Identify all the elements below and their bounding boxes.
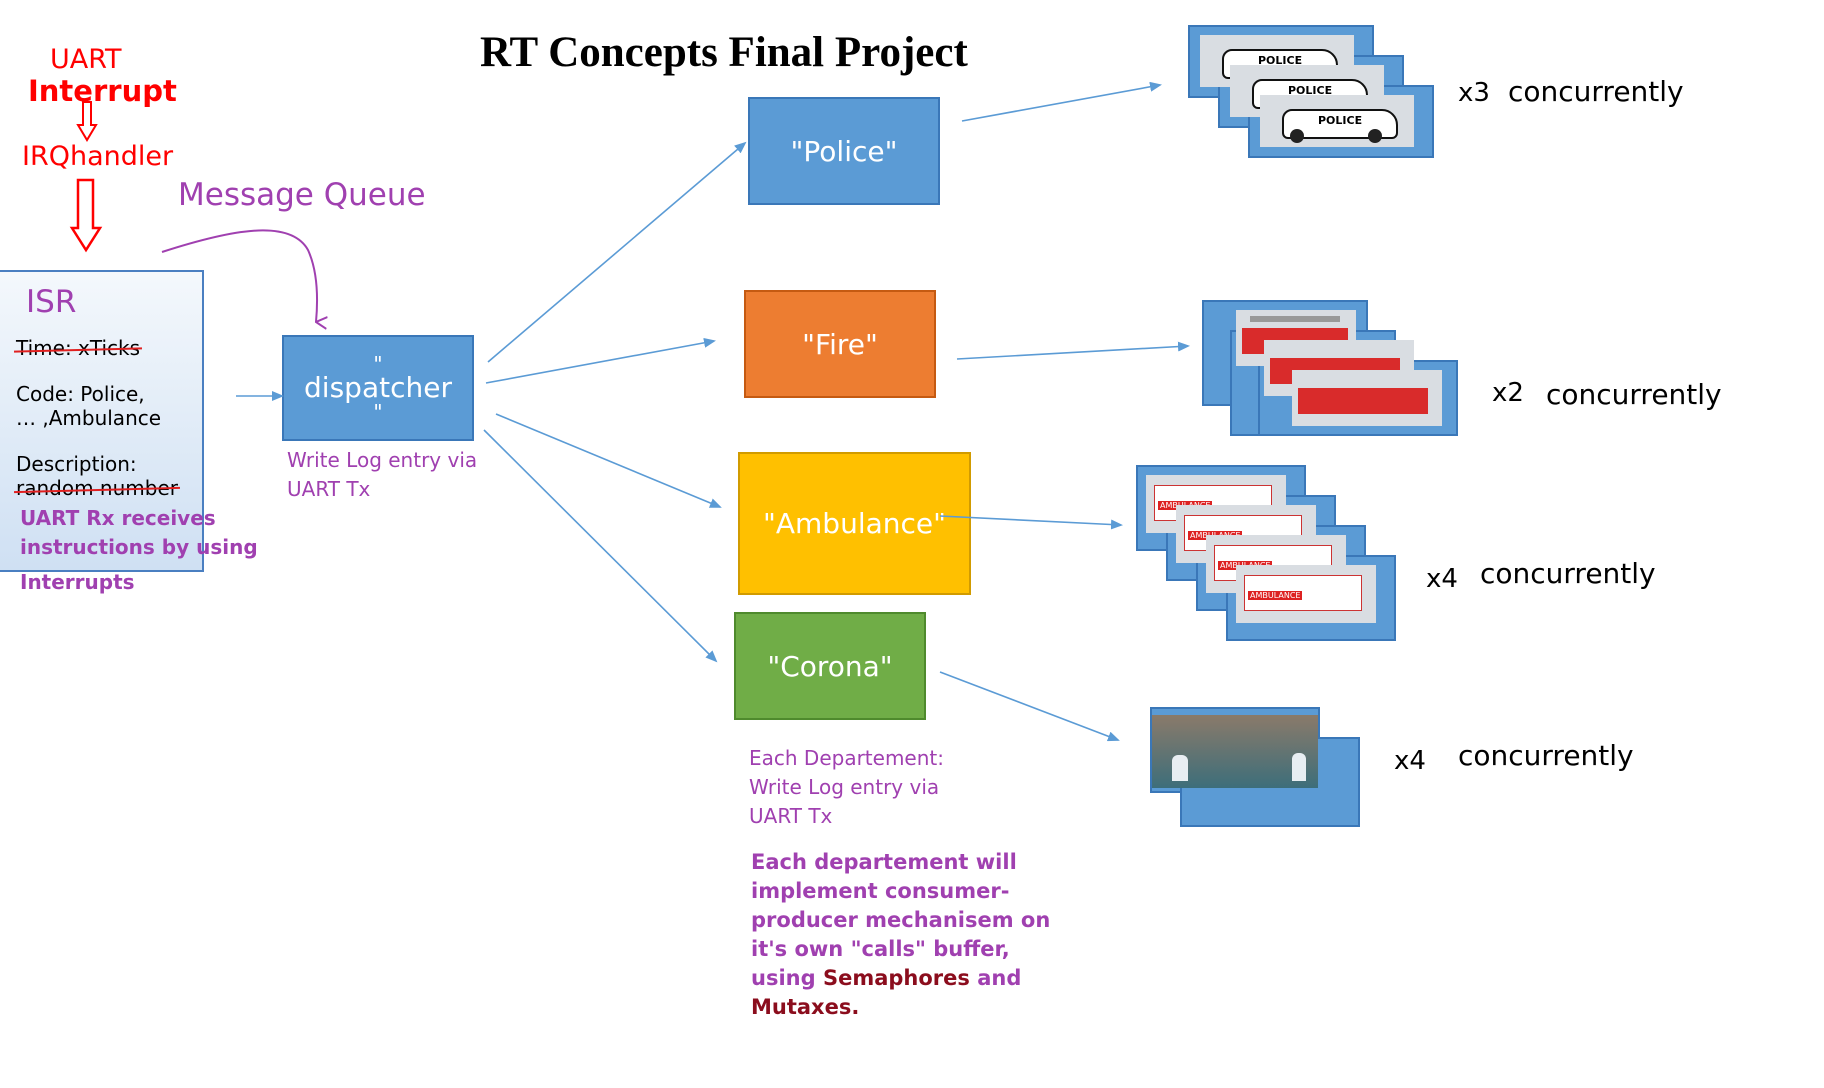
isr-title: ISR [26,284,77,320]
dispatcher-label: dispatcher [304,371,452,404]
corona-image [1152,715,1318,788]
isr-note-line3: Interrupts [20,570,135,594]
fire-department-box: "Fire" [744,290,936,398]
mechanism-line1: Each departement will [751,850,1017,874]
mechanism-line6: Mutaxes. [751,995,860,1019]
police-text-1: POLICE [1258,54,1303,67]
dispatcher-to-police-arrow [487,141,747,363]
mechanism-line5c: and [969,966,1022,990]
dept-note-line3: UART Tx [749,804,833,828]
isr-box: ISR Time: xTicks Code: Police, … ,Ambula… [0,270,204,572]
police-text-3: POLICE [1318,114,1363,127]
mechanism-line3: producer mechanisem on [751,908,1051,932]
isr-time-line: Time: xTicks [16,336,141,360]
mechanism-line2: implement consumer- [751,879,1010,903]
isr-desc-line1: Description: [16,452,137,476]
police-count: x3 [1458,78,1490,108]
ambulance-concurrency: concurrently [1480,557,1656,590]
dept-note-line1: Each Departement: [749,746,944,770]
dispatcher-to-fire-arrow [485,337,716,384]
corona-count: x4 [1394,746,1426,776]
interrupt-label: Interrupt [28,74,177,108]
dept-note-line2: Write Log entry via [749,775,940,799]
ambulance-text-4: AMBULANCE [1248,591,1303,600]
diagram-title: RT Concepts Final Project [480,29,968,76]
dispatcher-to-corona-arrow [483,429,718,663]
dispatcher-quote-bottom: " [373,400,383,424]
isr-code-line1: Code: Police, [16,382,145,406]
dispatcher-box: " dispatcher " [282,335,474,441]
ambulance-image-4: AMBULANCE [1236,565,1376,623]
mechanism-note: Each departement will implement consumer… [751,848,1050,1022]
police-text-2: POLICE [1288,84,1333,97]
isr-desc-line2: random number [16,476,178,500]
mechanism-line5a: using [751,966,823,990]
ambulance-department-box: "Ambulance" [738,452,971,595]
isr-note-line2: instructions by using [20,535,258,559]
dispatcher-log-line1: Write Log entry via [287,448,478,472]
corona-to-teams-arrow [939,671,1120,742]
fire-to-vehicles-arrow [956,341,1190,360]
dispatcher-quote-top: " [373,352,383,376]
interrupt-to-irq-arrow [76,101,98,142]
irq-to-isr-arrow [69,178,103,253]
isr-note-line1: UART Rx receives [20,506,216,530]
police-to-vehicles-arrow [961,81,1162,122]
fire-truck-image-3 [1292,370,1442,426]
police-car-image-3: POLICE [1260,95,1414,147]
dispatcher-to-ambulance-arrow [495,413,722,508]
fire-concurrency: concurrently [1546,378,1722,411]
irqhandler-label: IRQhandler [22,141,174,172]
police-concurrency: concurrently [1508,75,1684,108]
fire-count: x2 [1492,378,1524,408]
police-department-box: "Police" [748,97,940,205]
corona-concurrency: concurrently [1458,739,1634,772]
dispatcher-log-line2: UART Tx [287,477,371,501]
mechanism-line4: it's own "calls" buffer, [751,937,1010,961]
ambulance-to-vehicles-arrow [939,515,1123,530]
uart-label: UART [50,44,122,75]
isr-code-line2: … ,Ambulance [16,406,162,430]
message-queue-arrow [161,229,317,322]
corona-department-box: "Corona" [734,612,926,720]
ambulance-count: x4 [1426,564,1458,594]
message-queue-label: Message Queue [178,177,426,213]
semaphores-text: Semaphores [822,966,970,990]
